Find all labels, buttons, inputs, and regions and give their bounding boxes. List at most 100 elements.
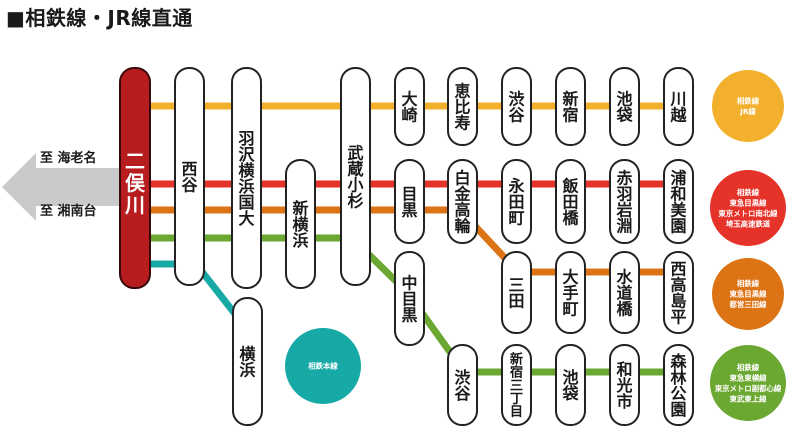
station-ebisu[interactable]: 恵比寿 <box>447 67 478 146</box>
station-name: 西高島平 <box>670 259 686 326</box>
station-name: 恵比寿 <box>454 81 470 132</box>
line-circle-jr: 相鉄線 JR線 <box>712 70 784 142</box>
station-pill <box>609 251 640 334</box>
station-pill <box>663 159 694 244</box>
station-name: 浦和美園 <box>670 168 687 235</box>
station-pill <box>174 67 205 286</box>
station-nishiya[interactable]: 西谷 <box>174 67 205 286</box>
hub-name-char: 川 <box>124 193 145 217</box>
line-circle-label: JR線 <box>739 107 756 116</box>
hub-name-char: 二 <box>125 149 145 173</box>
station-name: 池袋 <box>615 89 633 124</box>
station-shinjuku[interactable]: 新宿 <box>555 67 586 146</box>
station-wakoshi[interactable]: 和光市 <box>609 344 640 426</box>
station-pill <box>555 67 586 146</box>
destination-ebina: 至 海老名 <box>40 150 97 166</box>
line-circle-label: 東急目黒線 <box>729 290 768 299</box>
station-name: 大崎 <box>401 89 417 124</box>
stations: 二俣川西谷羽沢横浜国大新横浜横浜武蔵小杉大崎恵比寿渋谷新宿池袋川越目黒白金高輪永… <box>119 67 694 426</box>
destination-shonandai: 至 湘南台 <box>40 203 97 219</box>
station-name: 新宿 <box>562 89 578 124</box>
station-pill <box>555 159 586 244</box>
station-meguro[interactable]: 目黒 <box>394 159 425 244</box>
station-pill <box>501 344 532 426</box>
line-circle-label: 東急東横線 <box>729 373 768 382</box>
station-pill <box>394 251 425 346</box>
line-circle-label: 相鉄線 <box>737 279 760 288</box>
station-otemachi[interactable]: 大手町 <box>555 251 586 334</box>
station-name: 中目黒 <box>401 273 417 324</box>
line-circle-label: 相鉄線 <box>737 363 760 372</box>
station-name: 和光市 <box>615 360 632 411</box>
station-nakameguro[interactable]: 中目黒 <box>394 251 425 346</box>
station-shibuya_jr[interactable]: 渋谷 <box>501 67 532 146</box>
station-shibuya_f[interactable]: 渋谷 <box>447 344 478 426</box>
station-suidobashi[interactable]: 水道橋 <box>609 251 640 334</box>
station-pill <box>447 344 478 426</box>
station-pill <box>340 67 371 286</box>
station-name: 白金高輪 <box>453 168 471 235</box>
station-pill <box>555 251 586 334</box>
line-circle-label: 東京メトロ副都心線 <box>714 384 782 393</box>
line-circle-label: 東武東上線 <box>729 394 768 403</box>
station-name: 三田 <box>508 275 524 310</box>
station-name: 新横浜 <box>292 199 309 250</box>
station-pill <box>663 251 694 334</box>
station-musashikosugi[interactable]: 武蔵小杉 <box>340 67 371 286</box>
line-circle-label: 埼玉高速鉄道 <box>726 219 771 228</box>
station-nishitakashimadaira[interactable]: 西高島平 <box>663 251 694 334</box>
line-legend-circles: 相鉄線JR線相鉄線東急目黒線東京メトロ南北線埼玉高速鉄道相鉄線東急目黒線都営三田… <box>285 70 786 421</box>
station-osaki[interactable]: 大崎 <box>394 67 425 146</box>
station-urawamisono[interactable]: 浦和美園 <box>663 159 694 244</box>
line-circle-label: 相鉄線 <box>737 96 760 105</box>
page-title: ■相鉄線・JR線直通 <box>6 6 193 30</box>
station-nagatacho[interactable]: 永田町 <box>501 159 532 244</box>
station-hazawa[interactable]: 羽沢横浜国大 <box>231 67 262 289</box>
line-circle-label: 相鉄線 <box>737 188 760 197</box>
line-circle-label: 都営三田線 <box>729 300 768 309</box>
station-pill <box>394 67 425 146</box>
station-pill <box>501 251 532 334</box>
station-name: 赤羽岩淵 <box>615 168 632 235</box>
station-pill <box>232 297 263 426</box>
station-name: 池袋 <box>561 368 579 403</box>
station-pill <box>609 344 640 426</box>
station-pill <box>394 159 425 244</box>
station-pill <box>231 67 262 289</box>
station-name: 羽沢横浜国大 <box>238 129 255 228</box>
line-circle-main: 相鉄本線 <box>285 328 361 404</box>
station-kawagoe[interactable]: 川越 <box>663 67 694 146</box>
station-name: 渋谷 <box>508 89 525 124</box>
station-pill <box>501 159 532 244</box>
station-ikebukuro_f[interactable]: 池袋 <box>555 344 586 426</box>
station-name: 大手町 <box>562 267 578 318</box>
station-name: 永田町 <box>507 176 524 227</box>
station-pill <box>609 159 640 244</box>
station-pill <box>663 67 694 146</box>
station-name: 飯田橋 <box>561 176 579 227</box>
station-iidabashi[interactable]: 飯田橋 <box>555 159 586 244</box>
line-circle-label: 東急目黒線 <box>729 198 768 207</box>
station-shinjukusanchome[interactable]: 新宿三丁目 <box>501 344 532 426</box>
line-circle-label: 東京メトロ南北線 <box>717 209 778 218</box>
station-shirokanetakanawa[interactable]: 白金高輪 <box>447 159 478 244</box>
station-name: 川越 <box>669 89 687 124</box>
station-pill <box>447 159 478 244</box>
station-shinyokohama[interactable]: 新横浜 <box>285 159 316 289</box>
station-name: 森林公園 <box>670 352 687 419</box>
station-shinrinkoen[interactable]: 森林公園 <box>663 344 694 426</box>
station-ikebukuro_jr[interactable]: 池袋 <box>609 67 640 146</box>
hub-name-char: 俣 <box>125 171 146 195</box>
station-pill <box>663 344 694 426</box>
station-akabaneiwabuchi[interactable]: 赤羽岩淵 <box>609 159 640 244</box>
station-yokohama[interactable]: 横浜 <box>232 297 263 426</box>
hub-station-futamatagawa[interactable]: 二俣川 <box>119 67 151 289</box>
station-name: 目黒 <box>401 184 417 219</box>
station-mita[interactable]: 三田 <box>501 251 532 334</box>
station-pill <box>555 344 586 426</box>
station-name: 横浜 <box>239 344 256 379</box>
station-pill <box>285 159 316 289</box>
